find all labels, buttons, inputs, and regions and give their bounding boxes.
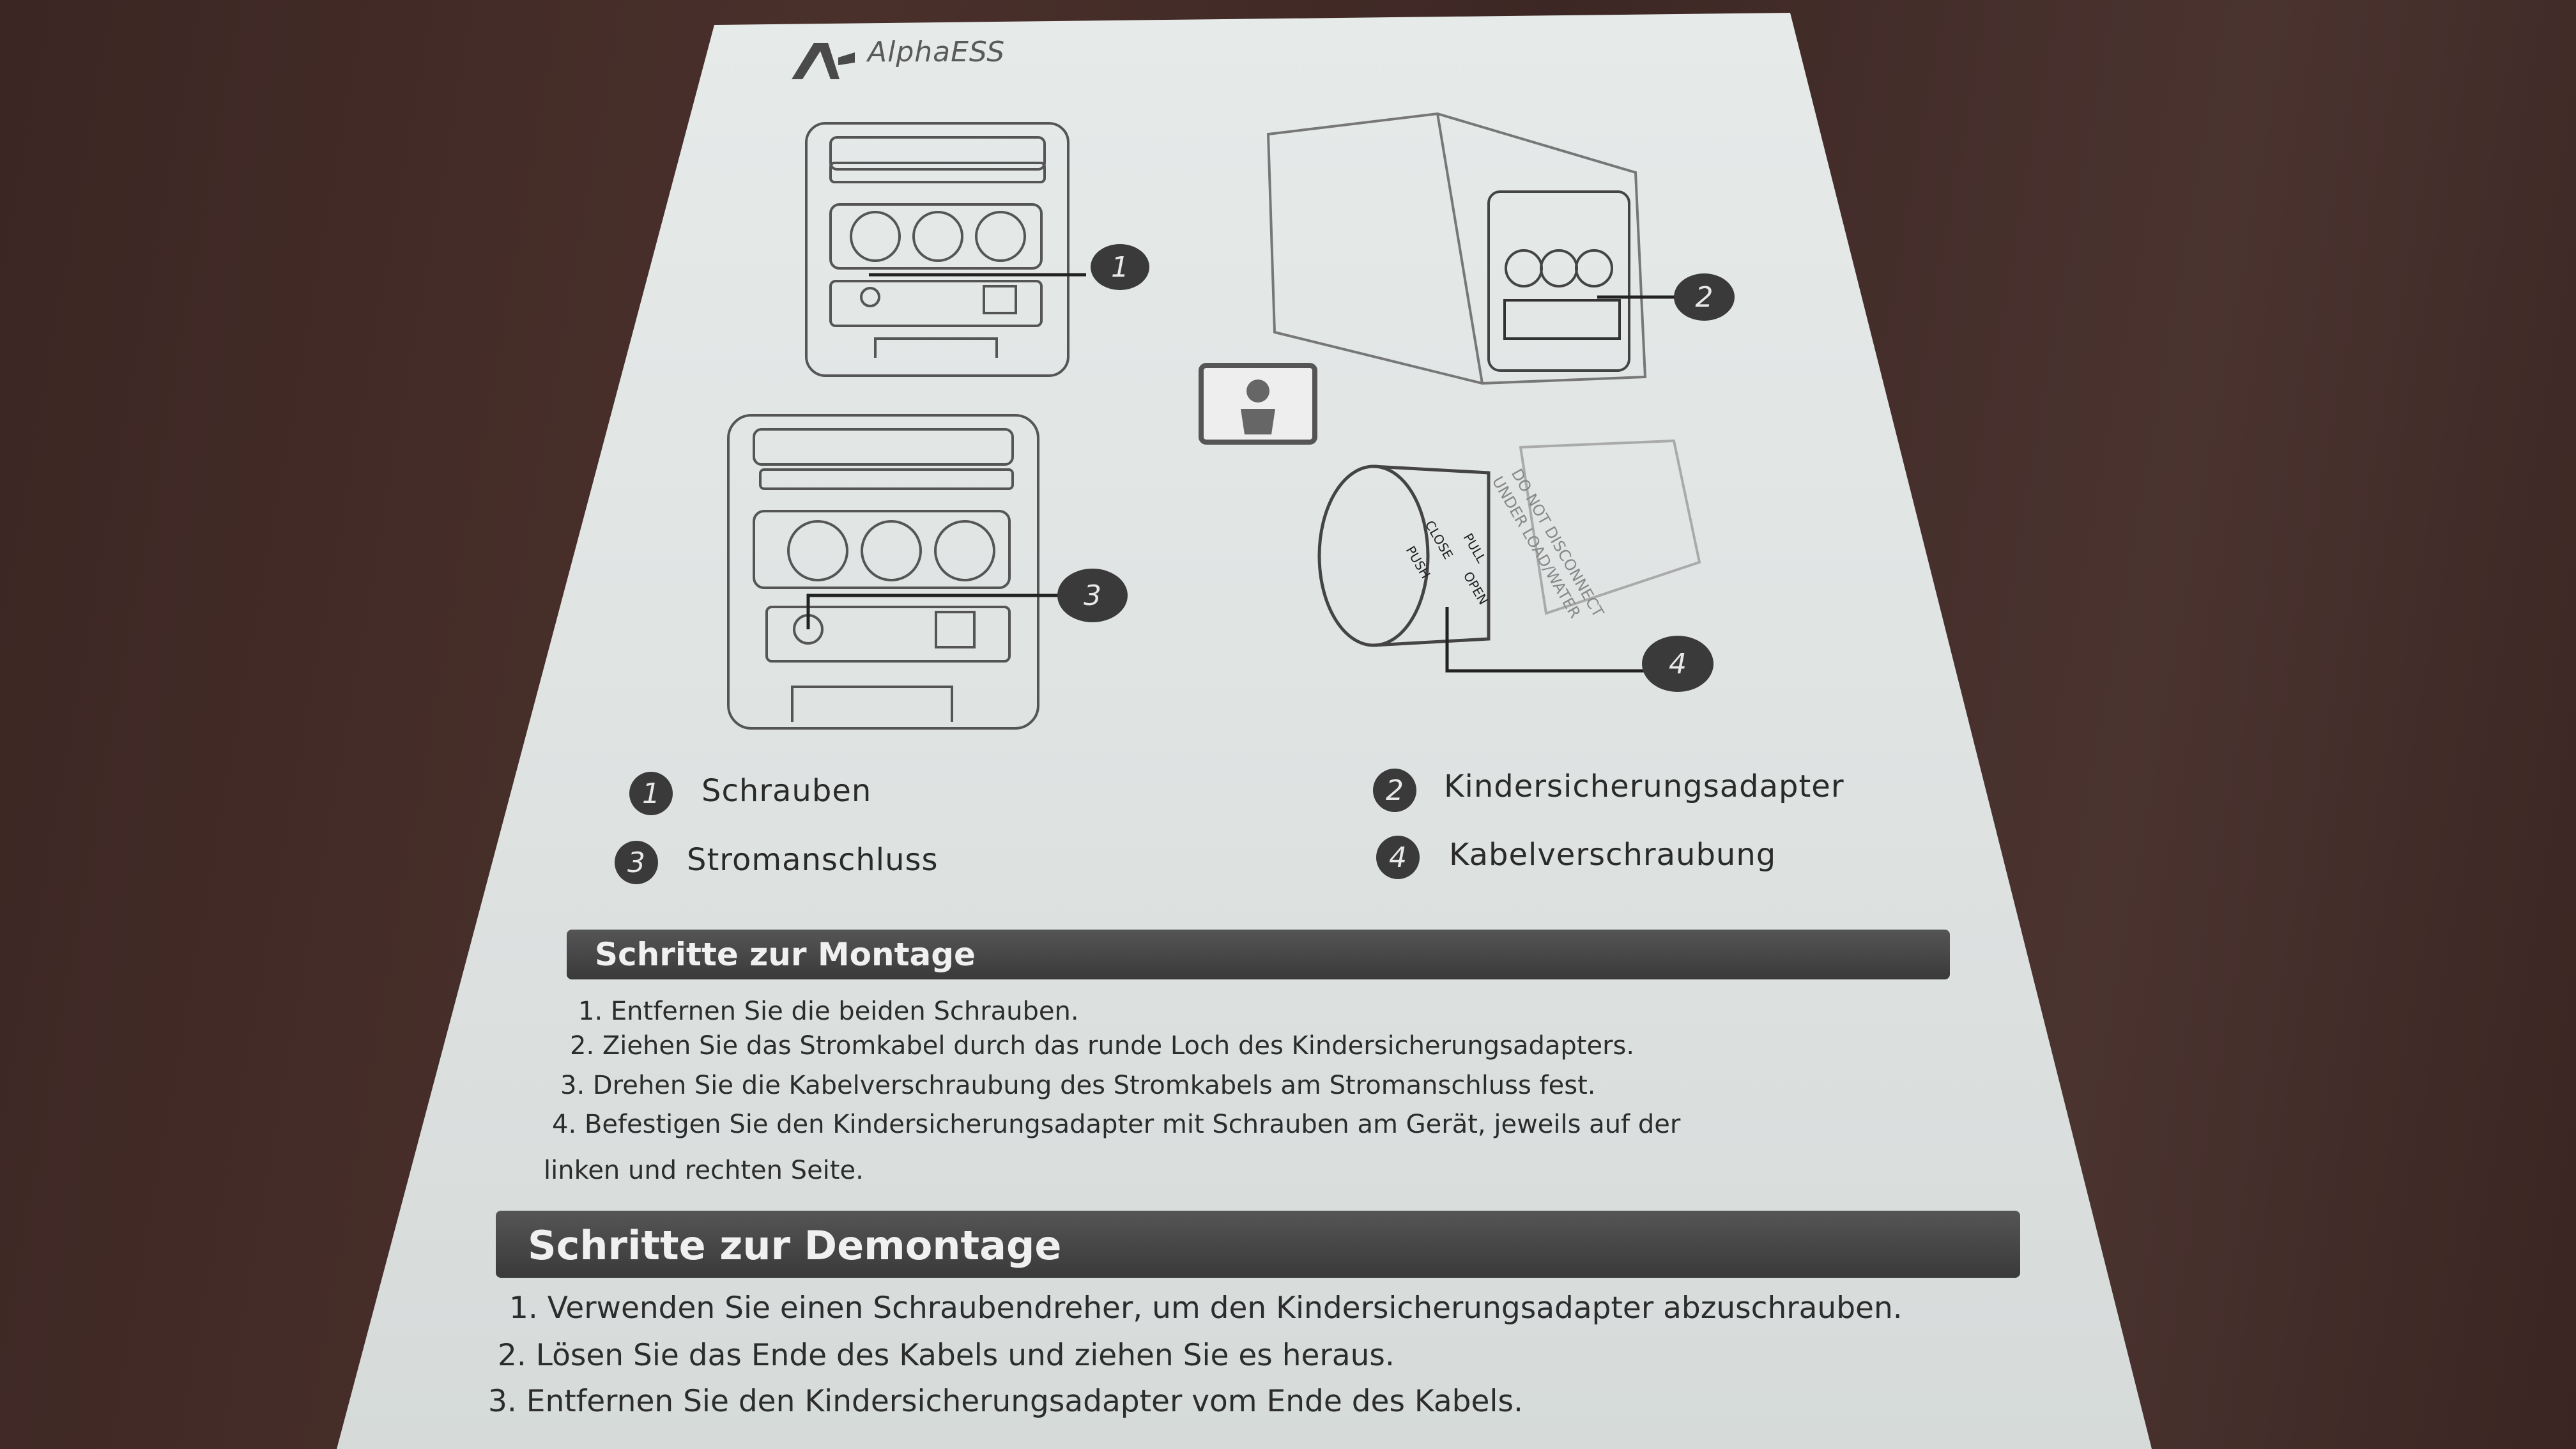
legend-badge-2: 2 — [1373, 769, 1416, 812]
legend-label-1: Schrauben — [702, 773, 872, 809]
legend-label-3: Stromanschluss — [687, 842, 939, 878]
montage-step-1: 1. Entfernen Sie die beiden Schrauben. — [578, 997, 1079, 1026]
montage-title: Schritte zur Montage — [595, 936, 976, 973]
device-front-bottom-illustration — [727, 414, 1089, 730]
callout-badge-1: 1 — [1091, 244, 1149, 290]
device-front-top-illustration — [805, 122, 1086, 377]
svg-text:PULL: PULL — [1460, 531, 1490, 566]
legend-badge-4: 4 — [1376, 836, 1420, 879]
demontage-step-1: 1. Verwenden Sie einen Schraubendreher, … — [509, 1291, 1903, 1326]
legend-label-4: Kabelverschraubung — [1449, 837, 1777, 873]
legend-badge-3: 3 — [615, 841, 658, 884]
montage-step-2: 2. Ziehen Sie das Stromkabel durch das r… — [570, 1031, 1635, 1061]
brand-name: AlphaESS — [868, 36, 1006, 68]
callout-badge-2: 2 — [1674, 273, 1735, 321]
legend-badge-1: 1 — [629, 772, 673, 815]
montage-step-3: 3. Drehen Sie die Kabelverschraubung des… — [560, 1071, 1596, 1100]
child-lock-icon — [1199, 363, 1317, 445]
callout-badge-4: 4 — [1642, 636, 1713, 692]
demontage-step-3: 3. Entfernen Sie den Kindersicherungsada… — [488, 1384, 1523, 1419]
legend-label-2: Kindersicherungsadapter — [1444, 769, 1844, 804]
svg-text:OPEN: OPEN — [1460, 569, 1491, 608]
demontage-step-2: 2. Lösen Sie das Ende des Kabels und zie… — [498, 1338, 1395, 1373]
device-side-illustration — [1266, 112, 1680, 385]
montage-step-4-continued: linken und rechten Seite. — [544, 1156, 864, 1185]
demontage-header: Schritte zur Demontage — [496, 1211, 2020, 1278]
cable-gland-illustration: CLOSE PUSH PULL OPEN DO NOT DISCONNECT U… — [1317, 439, 1701, 673]
montage-step-4: 4. Befestigen Sie den Kindersicherungsad… — [552, 1110, 1681, 1139]
alphaess-logo-icon — [792, 43, 855, 79]
montage-header: Schritte zur Montage — [567, 930, 1950, 979]
callout-badge-3: 3 — [1057, 569, 1128, 622]
demontage-title: Schritte zur Demontage — [528, 1222, 1062, 1269]
